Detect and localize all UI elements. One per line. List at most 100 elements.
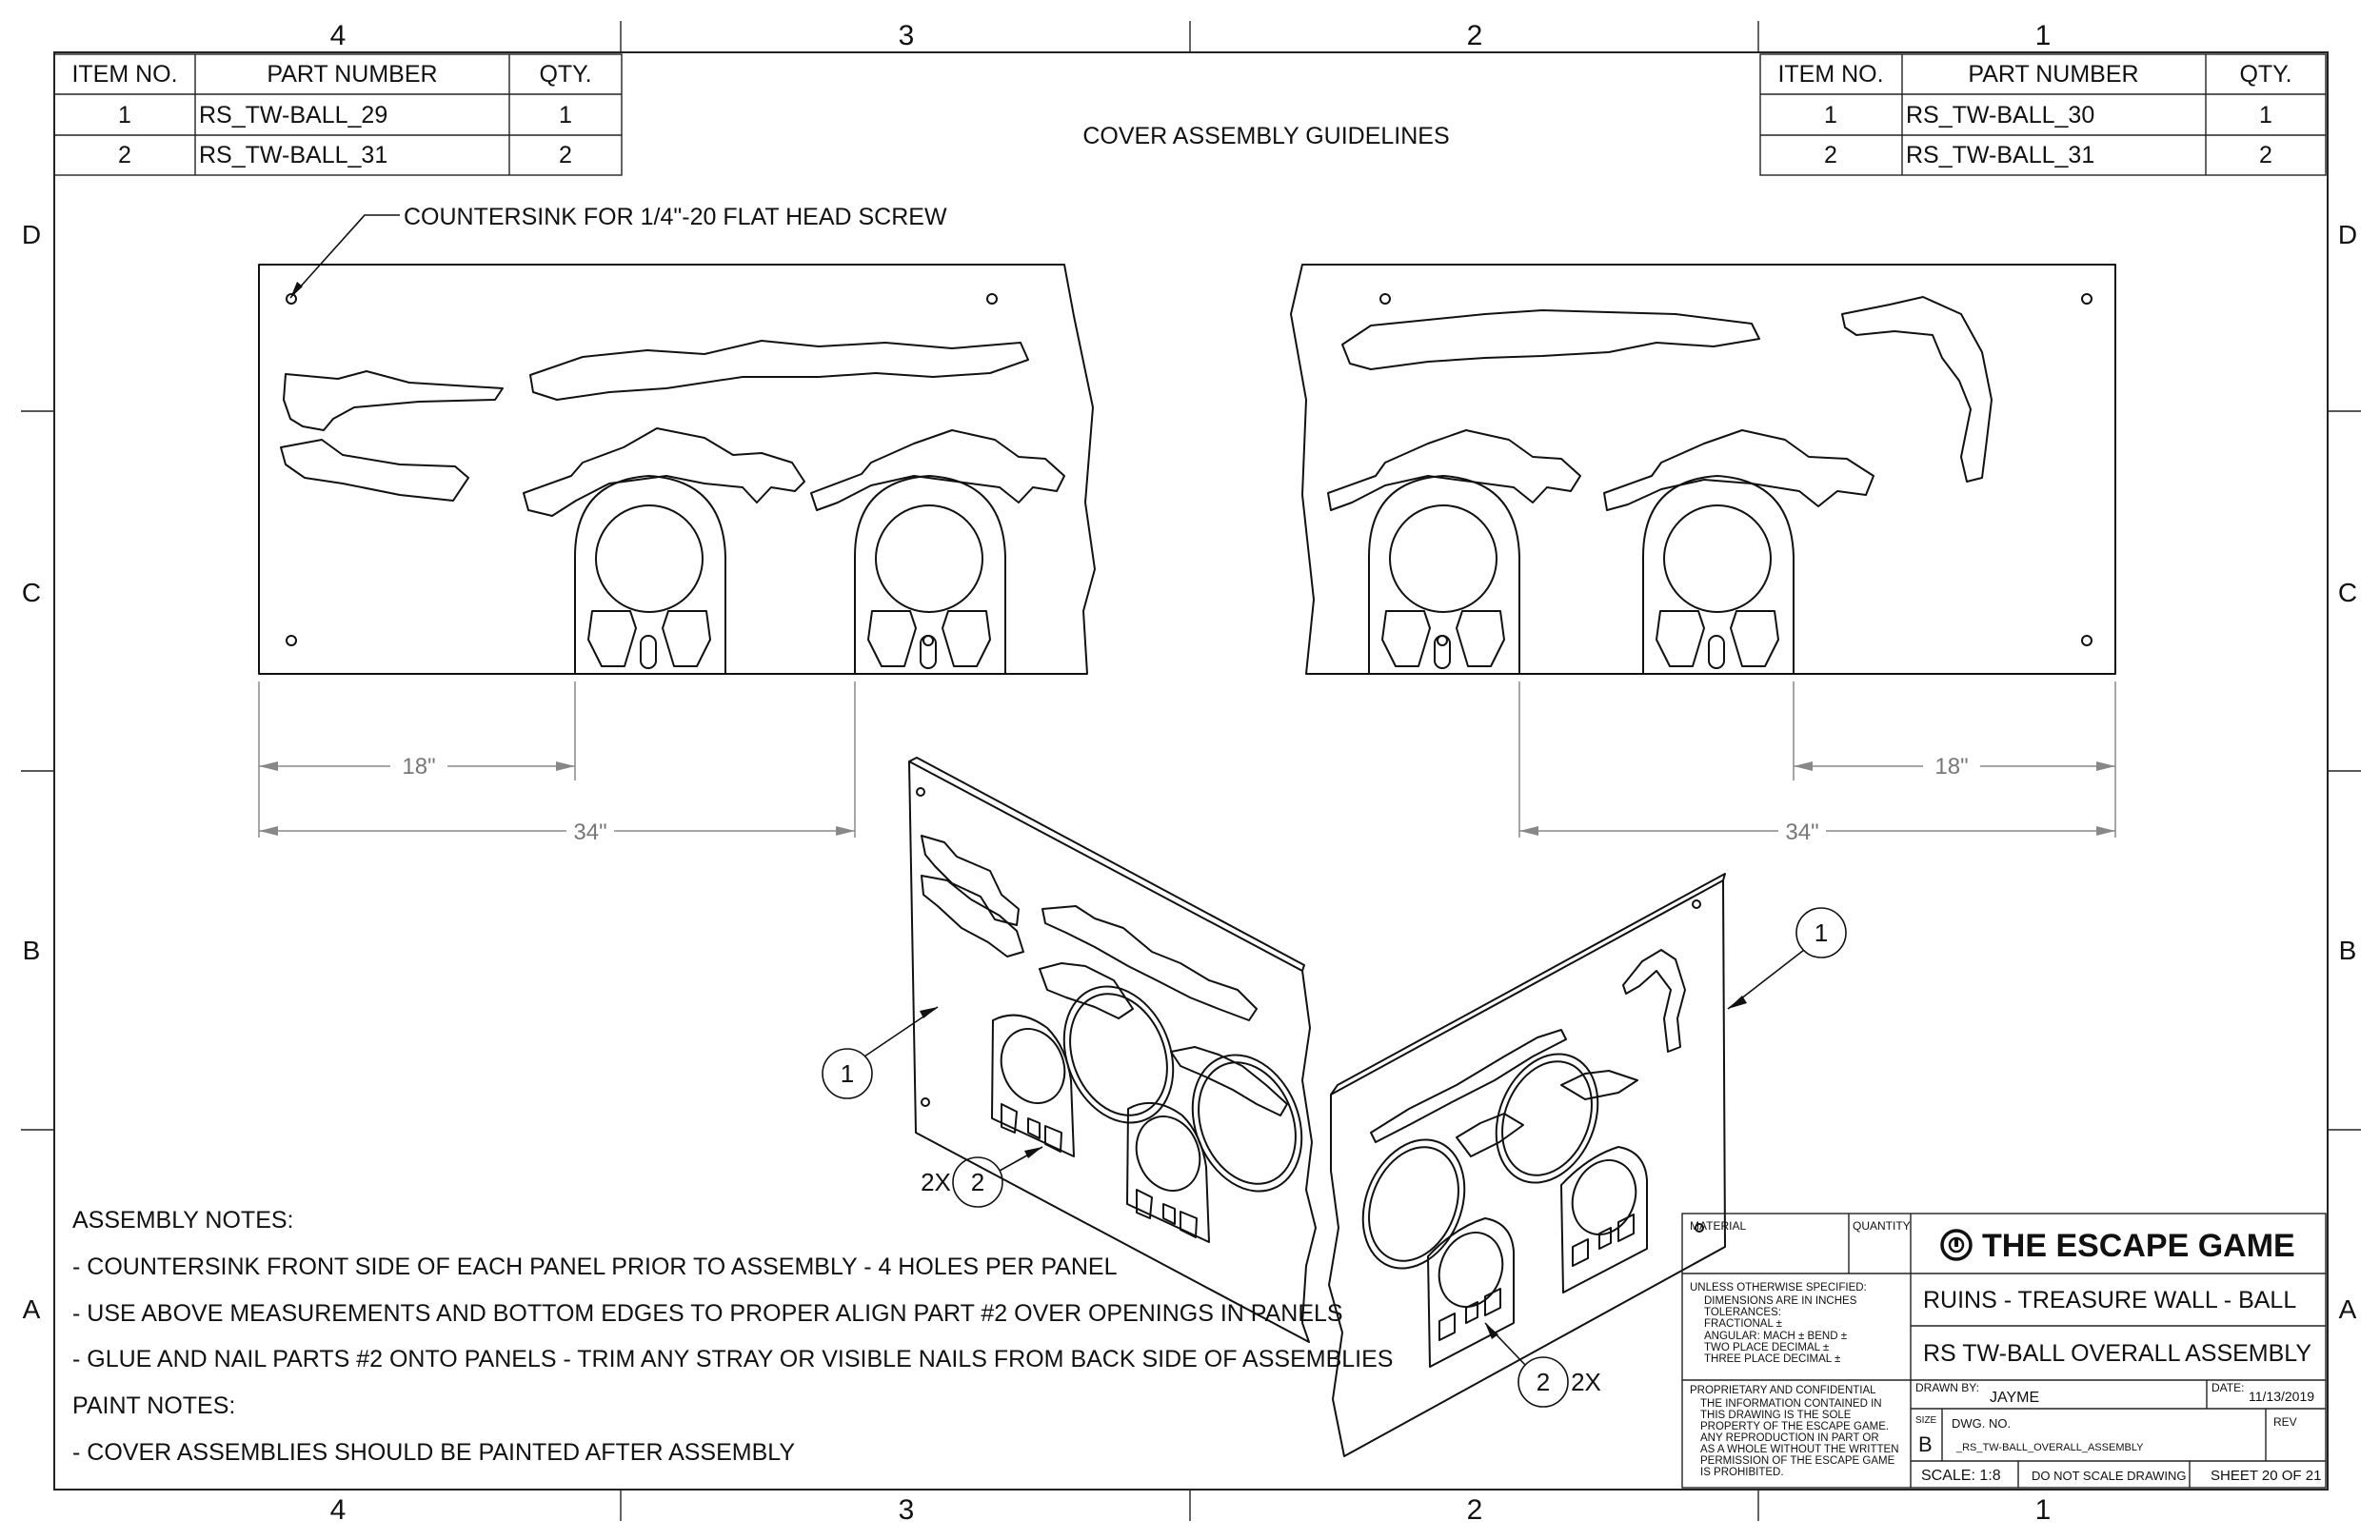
sheet-title: COVER ASSEMBLY GUIDELINES	[1082, 123, 1449, 149]
bom-left-header-item: ITEM NO.	[71, 61, 177, 88]
tb-tolerances: UNLESS OTHERWISE SPECIFIED: DIMENSIONS A…	[1690, 1282, 1867, 1365]
bom-left-row2-part: RS_TW-BALL_31	[199, 142, 387, 168]
tb-size-label: SIZE	[1915, 1415, 1937, 1426]
bom-table-left: ITEM NO. PART NUMBER QTY. 1 RS_TW-BALL_2…	[53, 53, 623, 176]
bom-left-row1-item: 1	[118, 102, 131, 128]
zone-col-bottom-3: 3	[899, 1494, 915, 1526]
zone-row-left-c: C	[22, 578, 41, 607]
bom-left-row1-qty: 1	[559, 102, 572, 128]
right-ball-holder-2	[1642, 475, 1795, 674]
tb-material-label: MATERIAL	[1690, 1219, 1746, 1233]
tb-date-label: DATE:	[2211, 1381, 2244, 1394]
tb-scale: SCALE: 1:8	[1921, 1468, 2001, 1484]
bom-left-row1-part: RS_TW-BALL_29	[199, 102, 387, 128]
assembly-note-3: - GLUE AND NAIL PARTS #2 ONTO PANELS - T…	[72, 1346, 1394, 1372]
bom-right-header-item: ITEM NO.	[1777, 61, 1883, 88]
tb-rev-label: REV	[2273, 1415, 2297, 1429]
tb-sheet: SHEET 20 OF 21	[2211, 1468, 2321, 1484]
iso-right-holder-b	[1427, 1217, 1515, 1368]
bom-left-row2-qty: 2	[559, 142, 572, 168]
right-dimensions	[1518, 681, 2116, 838]
tb-size: B	[1918, 1432, 1933, 1456]
balloon-right-item2	[1484, 1322, 1569, 1408]
zone-col-bottom-1: 1	[2035, 1494, 2052, 1526]
right-panel-front-view	[1290, 264, 2116, 675]
tb-tol-line: ANGULAR: MACH ± BEND ±	[1704, 1331, 1847, 1342]
tb-proprietary: PROPRIETARY AND CONFIDENTIAL THE INFORMA…	[1690, 1385, 1899, 1478]
tb-dwg-no: _RS_TW-BALL_OVERALL_ASSEMBLY	[1955, 1442, 2144, 1453]
tb-dwg-no-label: DWG. NO.	[1952, 1416, 2011, 1431]
tb-drawn-by: JAYME	[1990, 1390, 2039, 1406]
countersink-callout-text: COUNTERSINK FOR 1/4"-20 FLAT HEAD SCREW	[404, 204, 947, 230]
zone-col-top-3: 3	[899, 20, 915, 51]
right-dim-18: 18"	[1934, 754, 1968, 780]
zone-row-right-c: C	[2338, 578, 2357, 607]
bom-table-right: ITEM NO. PART NUMBER QTY. 1 RS_TW-BALL_3…	[1759, 53, 2327, 176]
tb-tol-line: DIMENSIONS ARE IN INCHES	[1704, 1295, 1857, 1307]
zone-col-top-1: 1	[2035, 20, 2052, 51]
zone-row-right-b: B	[2339, 936, 2357, 965]
left-dimensions	[258, 681, 856, 838]
bom-right-row1-part: RS_TW-BALL_30	[1906, 102, 2094, 128]
tb-tol-line: TWO PLACE DECIMAL ±	[1704, 1342, 1829, 1353]
paint-notes-heading: PAINT NOTES:	[72, 1392, 236, 1419]
tb-tol-line: UNLESS OTHERWISE SPECIFIED:	[1690, 1282, 1867, 1293]
balloon-right-item2-qty: 2X	[1571, 1368, 1601, 1396]
iso-right-holder-a	[1560, 1146, 1648, 1293]
company-logo	[1940, 1229, 1973, 1261]
zone-row-left-d: D	[22, 220, 41, 249]
assembly-notes-heading: ASSEMBLY NOTES:	[72, 1207, 294, 1234]
tb-prop-line: IS PROHIBITED.	[1700, 1467, 1784, 1478]
left-panel-front-view	[258, 264, 1096, 675]
bom-left-row2-item: 2	[118, 142, 131, 168]
tb-drawn-by-label: DRAWN BY:	[1915, 1381, 1979, 1394]
bom-right-row2-qty: 2	[2259, 142, 2272, 168]
tb-prop-line: AS A WHOLE WITHOUT THE WRITTEN	[1700, 1444, 1899, 1455]
tb-do-not-scale: DO NOT SCALE DRAWING	[2032, 1469, 2187, 1483]
paint-note-1: - COVER ASSEMBLIES SHOULD BE PAINTED AFT…	[72, 1439, 796, 1466]
zone-row-right-a: A	[2339, 1294, 2357, 1324]
tb-project: RUINS - TREASURE WALL - BALL	[1923, 1287, 2296, 1313]
zone-row-left-b: B	[23, 936, 41, 965]
right-panel-cutout-4	[1603, 429, 1874, 511]
assembly-note-1: - COUNTERSINK FRONT SIDE OF EACH PANEL P…	[72, 1254, 1118, 1280]
bom-left-header-qty: QTY.	[539, 61, 591, 88]
bom-right-row2-item: 2	[1824, 142, 1837, 168]
balloon-left-item2-qty: 2X	[921, 1168, 951, 1196]
tb-date: 11/13/2019	[2249, 1389, 2314, 1404]
right-ball-holder-1	[1368, 475, 1520, 674]
right-dim-34: 34"	[1785, 819, 1818, 845]
tb-tol-line: THREE PLACE DECIMAL ±	[1704, 1353, 1840, 1365]
left-panel-cutout-3	[280, 439, 469, 502]
balloon-left-item2	[952, 1146, 1043, 1208]
balloon-right-item1	[1727, 907, 1847, 1010]
tb-prop-line: ANY REPRODUCTION IN PART OR	[1700, 1432, 1879, 1444]
tb-prop-line: PROPERTY OF THE ESCAPE GAME.	[1700, 1421, 1889, 1432]
left-isometric-assembly	[908, 757, 1317, 1343]
tb-tol-line: TOLERANCES:	[1704, 1307, 1781, 1318]
left-dim-34: 34"	[573, 819, 606, 845]
title-block	[1681, 1213, 2327, 1489]
tb-tol-line: FRACTIONAL ±	[1704, 1318, 1782, 1330]
tb-prop-line: PROPRIETARY AND CONFIDENTIAL	[1690, 1385, 1876, 1396]
bom-right-row2-part: RS_TW-BALL_31	[1906, 142, 2094, 168]
left-panel-cutout-2	[529, 340, 1029, 401]
left-panel-cutout-4	[523, 427, 805, 517]
balloon-left-item2-text: 2	[971, 1168, 984, 1196]
tb-drawing-title: RS TW-BALL OVERALL ASSEMBLY	[1923, 1340, 2311, 1367]
zone-ticks	[21, 21, 2361, 1521]
balloon-right-item2-text: 2	[1537, 1368, 1550, 1396]
balloon-left-item1-text: 1	[841, 1059, 854, 1088]
tb-prop-line: PERMISSION OF THE ESCAPE GAME	[1700, 1455, 1895, 1467]
assembly-note-2: - USE ABOVE MEASUREMENTS AND BOTTOM EDGE…	[72, 1300, 1343, 1327]
bom-right-header-part: PART NUMBER	[1968, 61, 2138, 88]
iso-left-holder-b	[1126, 1101, 1210, 1243]
left-panel-cutout-1	[283, 370, 504, 431]
right-panel-cutout-2	[1841, 296, 1993, 483]
left-ball-holder-2	[854, 475, 1006, 674]
right-isometric-assembly	[1328, 873, 1726, 1457]
bom-left-header-part: PART NUMBER	[267, 61, 437, 88]
right-panel-cutout-3	[1327, 429, 1581, 511]
tb-prop-line: THE INFORMATION CONTAINED IN	[1700, 1398, 1882, 1410]
right-panel-cutout-1	[1341, 309, 1760, 370]
